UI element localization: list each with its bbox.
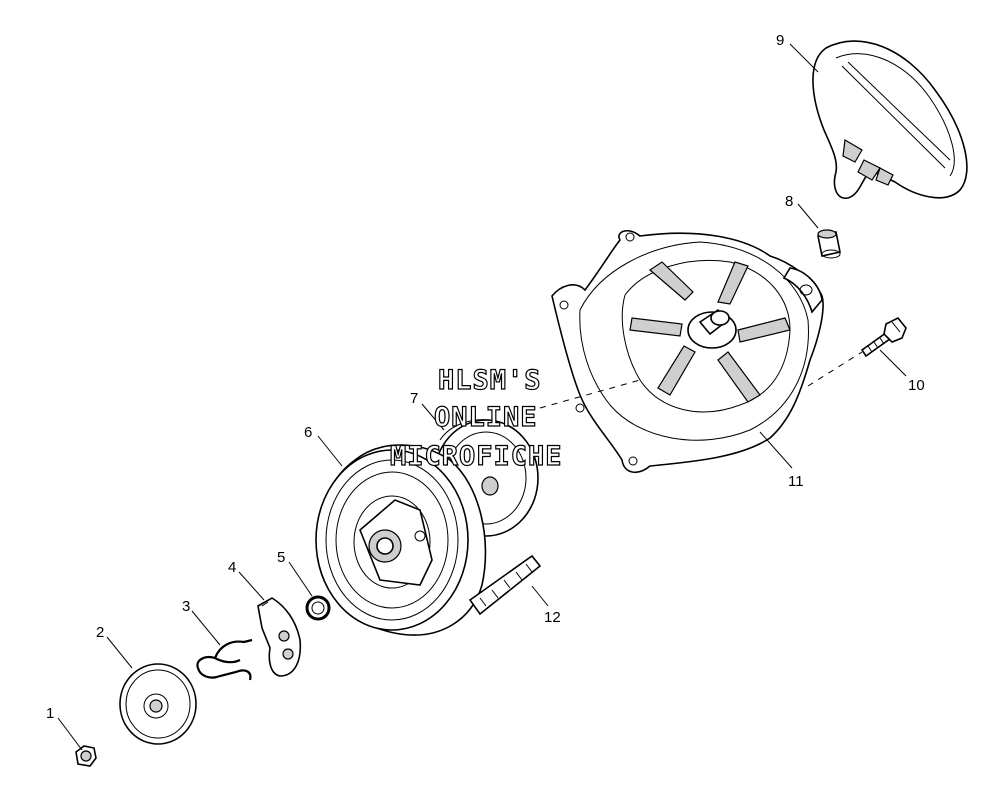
callout-7: 7 (410, 390, 418, 407)
leader-lines (57, 43, 907, 751)
callout-8: 8 (785, 193, 793, 210)
watermark: HLSM'S ONLINE MICROFICHE (389, 364, 563, 472)
callout-5: 5 (277, 549, 285, 566)
part-4-pawl (257, 597, 302, 677)
part-12-starter-rope (468, 554, 542, 616)
part-3-wire-clip (196, 638, 253, 681)
callout-3: 3 (182, 598, 190, 615)
callout-4: 4 (228, 559, 236, 576)
part-1-nut (75, 745, 97, 767)
part-11-starter-housing (551, 229, 824, 473)
callout-11: 11 (788, 473, 804, 490)
watermark-line-3: MICROFICHE (390, 441, 563, 472)
part-6-recoil-pulley (315, 444, 487, 636)
callout-12: 12 (544, 609, 561, 626)
part-10-bolt (860, 316, 907, 358)
callout-1: 1 (46, 705, 54, 722)
part-8-bushing (817, 229, 841, 259)
part-5-spring (305, 595, 331, 621)
part-9-starter-handle (812, 40, 968, 199)
callout-6: 6 (304, 424, 312, 441)
callout-labels: 1 2 3 4 5 6 7 8 9 10 11 12 (46, 32, 925, 722)
assembly-axis (539, 351, 863, 409)
watermark-line-2: ONLINE (434, 402, 538, 433)
callout-2: 2 (96, 624, 104, 641)
part-2-washer-plate (119, 663, 197, 745)
callout-10: 10 (908, 377, 925, 394)
watermark-line-1: HLSM'S (438, 365, 542, 396)
callout-9: 9 (776, 32, 784, 49)
